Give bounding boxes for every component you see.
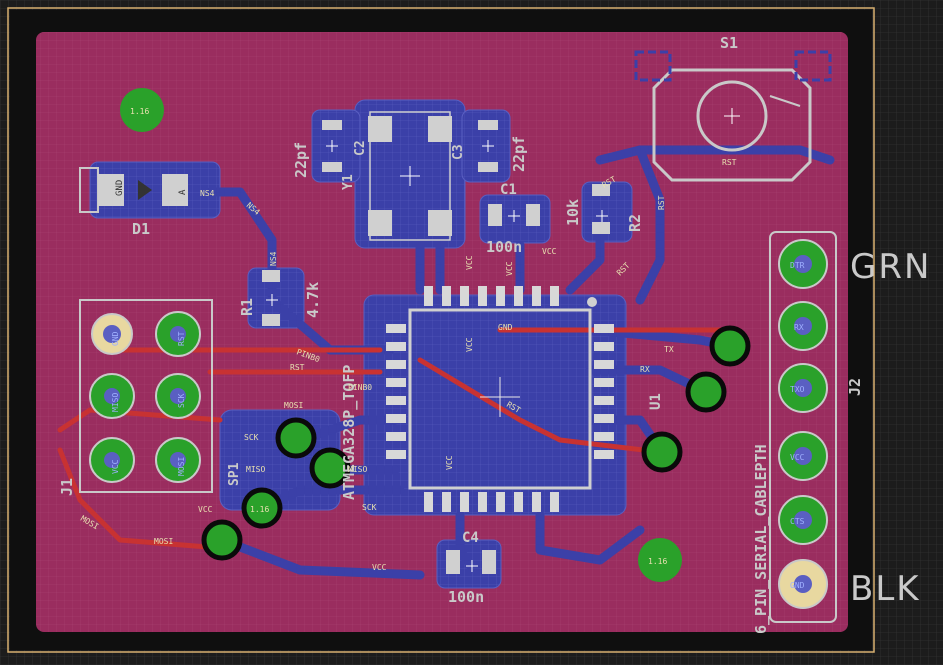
mcu-pin1-marker (587, 297, 597, 307)
label-c2-value: 22pf (292, 142, 310, 178)
label-c3: C3 (451, 144, 466, 160)
label-sp1: SP1 (227, 462, 242, 486)
label-r1-value: 4.7k (304, 282, 322, 318)
j1-pin-label: VCC (111, 459, 120, 474)
label-blk: BLK (850, 569, 921, 609)
label-j1: J1 (58, 478, 76, 496)
j1-pin-label: MISO (111, 393, 120, 412)
label-y1: Y1 (341, 174, 356, 190)
net-label-rx: RX (640, 365, 650, 374)
vias (120, 88, 751, 582)
label-c1: C1 (500, 182, 517, 198)
net-label-vcc: VCC (198, 505, 213, 514)
smd-parts (262, 120, 610, 574)
label-c4: C4 (462, 530, 479, 546)
label-via-size-c: 1.16 (250, 505, 269, 514)
net-label-vcc: VCC (505, 261, 514, 276)
switch-s1-footprint (634, 50, 832, 182)
net-label-sck: SCK (362, 503, 377, 512)
net-label-vcc: VCC (465, 255, 474, 270)
j2-pin-label: DTR (790, 261, 805, 270)
j2-pin-label: CTS (790, 517, 805, 526)
net-label-miso: MISO (348, 465, 367, 474)
j2-pin-label: VCC (790, 453, 805, 462)
net-label-rst: RST (722, 158, 737, 167)
net-label-vcc: VCC (445, 455, 454, 470)
j2-pin-label: TXO (790, 385, 805, 394)
label-serial-connector: 6_PIN_SERIAL_CABLEPTH (752, 444, 770, 634)
j2-pin-label: RX (794, 323, 804, 332)
smd-crosshairs (266, 140, 608, 572)
net-label-vcc: VCC (372, 563, 387, 572)
j1-pin-label: SCK (177, 393, 186, 408)
net-label-miso: MISO (246, 465, 265, 474)
net-label-sck: SCK (244, 433, 259, 442)
net-label-rst: RST (657, 195, 666, 210)
label-r1: R1 (238, 298, 256, 316)
label-via-size-b: 1.16 (648, 557, 667, 566)
label-d1: D1 (132, 220, 150, 238)
svg-text:A: A (178, 189, 188, 195)
label-c2: C2 (353, 140, 368, 156)
header-pin-labels: DTR RX TXO VCC CTS GND MISO VCC SCK MOSI… (111, 261, 805, 590)
label-r2-value: 10k (564, 199, 582, 226)
mcu-footprint (386, 286, 614, 512)
label-s1: S1 (720, 34, 738, 52)
icsp-header-j1 (79, 299, 213, 493)
serial-header-j2 (769, 231, 837, 623)
j1-pin-label: RST (177, 331, 186, 346)
label-j2: J2 (846, 378, 864, 396)
board-outline-frame (7, 7, 875, 653)
net-label-mosi: MOSI (154, 537, 173, 546)
label-c3-value: 22pf (510, 136, 528, 172)
net-label-gnd: GND (498, 323, 513, 332)
net-label-mosi: MOSI (284, 401, 303, 410)
net-label-rst: RST (290, 363, 305, 372)
j1-pin-label: GND (111, 331, 120, 346)
net-label-vcc: VCC (542, 247, 557, 256)
svg-text:GND: GND (115, 180, 125, 196)
mcu-body-outline (408, 308, 592, 490)
label-c1-value: 100n (486, 238, 522, 256)
net-label-ns4: NS4 (269, 251, 278, 266)
label-via-size-a: 1.16 (130, 107, 149, 116)
net-label-tx: TX (664, 345, 674, 354)
label-c4-value: 100n (448, 588, 484, 606)
label-r2: R2 (626, 214, 644, 232)
net-label-ns4: NS4 (200, 189, 215, 198)
j2-pin-label: GND (790, 581, 805, 590)
crystal-footprint (368, 111, 452, 241)
label-mcu: ATMEGA328P_TQFP (340, 365, 358, 500)
mcu-pads (386, 286, 614, 512)
led-d1-footprint: GND A (79, 167, 188, 213)
net-label-pinb0: PINB0 (348, 383, 372, 392)
silkscreen-labels: S1 22pf C2 Y1 C3 22pf C1 100n 10k R2 R1 … (58, 34, 931, 634)
label-grn: GRN (850, 247, 931, 287)
j1-pin-label: MOSI (177, 457, 186, 476)
net-label-vcc: VCC (465, 337, 474, 352)
label-u1: U1 (648, 393, 664, 410)
